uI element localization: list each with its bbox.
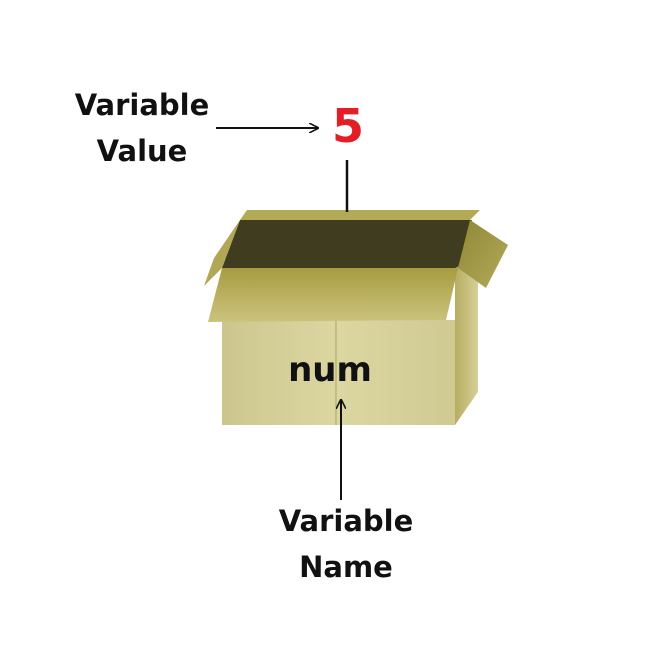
cardboard-box	[204, 210, 508, 425]
variable-name: num	[288, 350, 372, 390]
box-right-flap	[458, 220, 508, 288]
box-interior	[222, 220, 472, 268]
variable-value: 5	[331, 99, 364, 153]
variable-value-label-line-2: Value	[96, 134, 188, 168]
box-right-side	[455, 258, 478, 425]
variable-name-label-line-1: Variable	[278, 504, 414, 538]
box-front-flap	[208, 268, 458, 322]
variable-value-label: Variable Value	[62, 82, 222, 174]
box-back-flap	[240, 210, 480, 220]
box-left-flap	[204, 220, 240, 286]
variable-name-label: Variable Name	[266, 498, 426, 590]
variable-value-label-line-1: Variable	[74, 88, 210, 122]
variable-name-label-line-2: Name	[299, 550, 393, 584]
